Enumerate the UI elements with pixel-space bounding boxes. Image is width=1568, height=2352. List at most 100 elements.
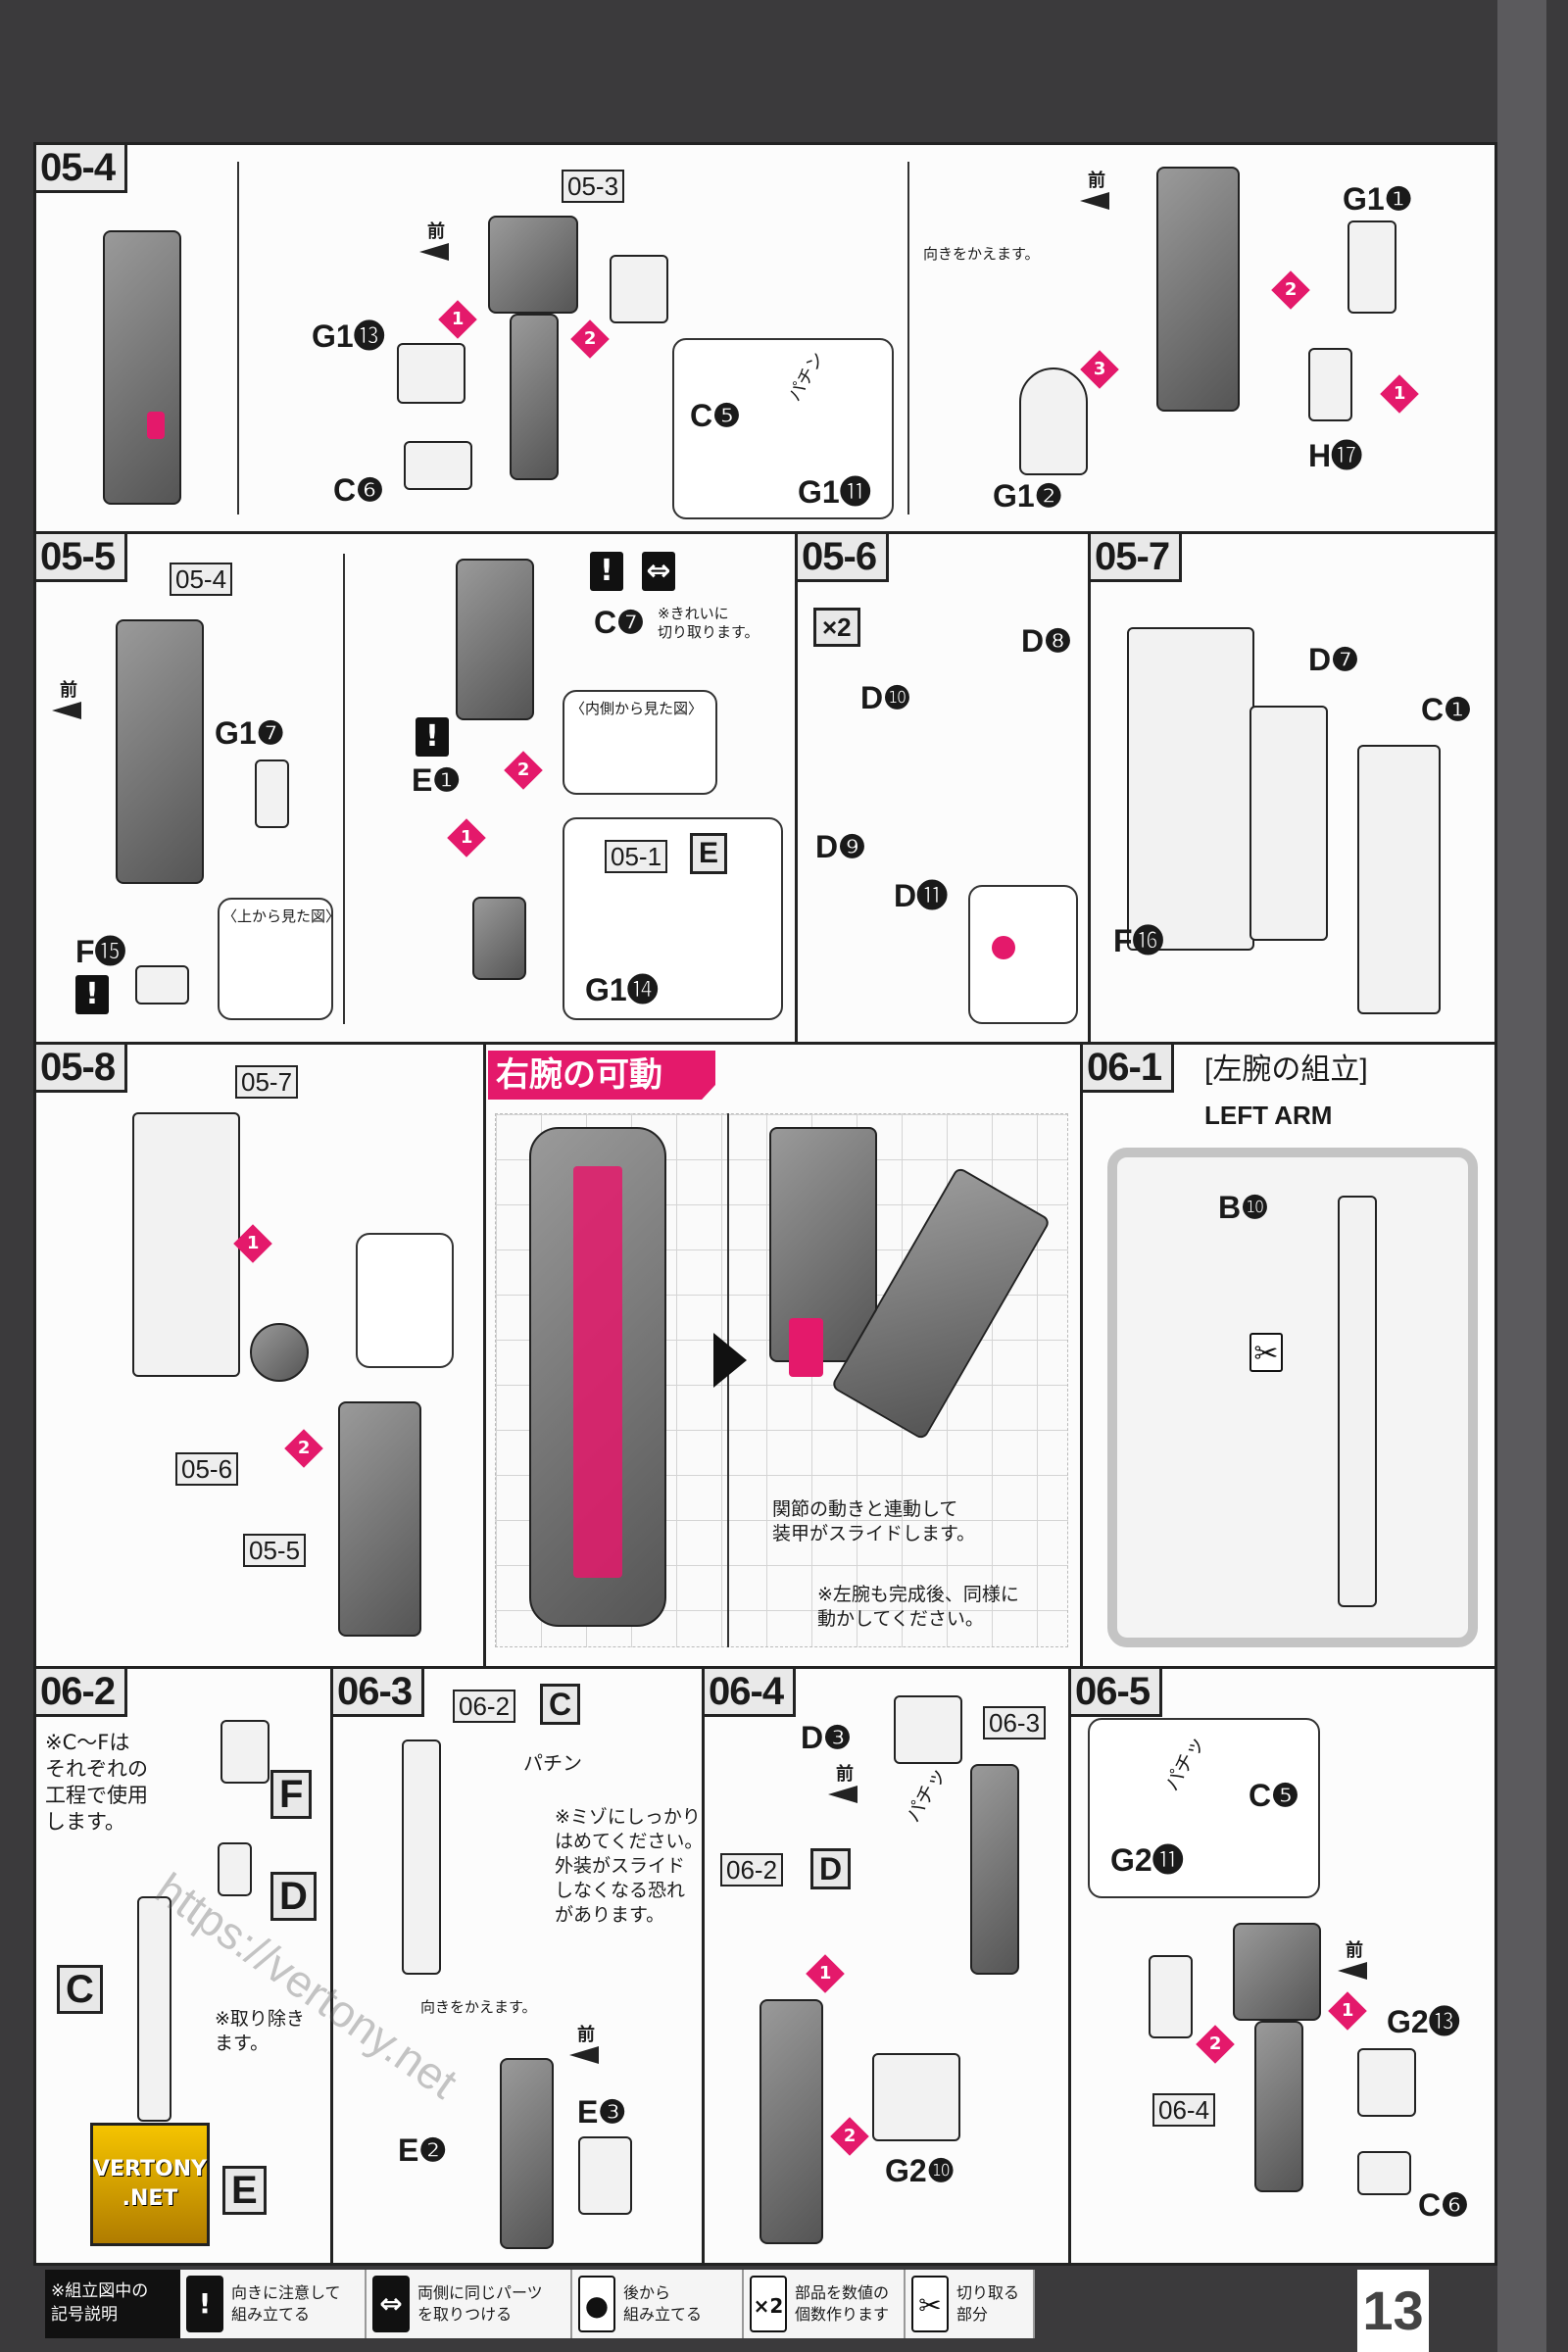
step-tag: 06-2	[36, 1669, 128, 1717]
highlight	[147, 412, 165, 439]
count-icon: ×2	[750, 2276, 787, 2332]
arm-bent-illustration	[769, 1127, 877, 1362]
front-arrow-label: 前	[52, 676, 81, 719]
step-tag: 05-8	[36, 1045, 128, 1093]
ref-box: 05-6	[175, 1452, 239, 1486]
part-label: G1⓮	[585, 972, 659, 1007]
arm-illustration	[116, 619, 204, 884]
part-d	[218, 1842, 252, 1896]
motion-note: 関節の動きと連動して 装甲がスライドします。	[772, 1498, 976, 1544]
part-g1-13	[397, 343, 466, 404]
letter-box: E	[690, 833, 728, 874]
turn-note: 向きをかえます。	[923, 245, 1040, 263]
part-g1-7	[255, 760, 289, 828]
part-label: G1❶	[1343, 181, 1413, 217]
slide-highlight	[789, 1318, 823, 1377]
part-c6	[1357, 2151, 1411, 2195]
both-sides-icon: ⇔	[372, 2276, 410, 2332]
runner-arm-part	[1338, 1196, 1377, 1607]
part-label: E❶	[412, 762, 462, 798]
part-c-armor	[610, 255, 668, 323]
arm-illustration	[1254, 2021, 1303, 2192]
letter-box: C	[57, 1965, 103, 2014]
shield-illustration	[132, 1112, 240, 1377]
turn-note: 向きをかえます。	[420, 1998, 537, 2016]
remove-note: ※取り除き ます。	[215, 2008, 305, 2054]
part-label: C❼	[594, 605, 645, 640]
legend-text: 向きに注意して 組み立てる	[231, 2283, 341, 2324]
arm-illustration	[500, 2058, 554, 2249]
inner-view-box	[563, 690, 717, 795]
part-f-elbow	[220, 1720, 270, 1784]
part-label: G1❼	[215, 715, 285, 751]
section-subtitle: LEFT ARM	[1204, 1101, 1333, 1130]
slide-highlight	[573, 1166, 622, 1578]
part-g1-2	[1019, 368, 1088, 475]
top-view-label: 〈上から見た図〉	[222, 907, 341, 925]
part-g2-10	[872, 2053, 960, 2141]
legend-item-both-sides: ⇔両側に同じパーツ を取りつける	[367, 2270, 572, 2338]
part-d3	[894, 1695, 962, 1764]
shoulder-block-illustration	[488, 216, 578, 314]
part-label: D❾	[815, 829, 866, 864]
part-label: H⓱	[1308, 438, 1363, 473]
part-g2-13	[1357, 2048, 1416, 2117]
legend-item-later: ●後から 組み立てる	[572, 2270, 744, 2338]
front-arrow-label: 前	[419, 218, 449, 261]
legend-text: 切り取る 部分	[956, 2283, 1020, 2324]
ref-box: 06-2	[720, 1853, 784, 1886]
divider	[907, 162, 909, 514]
section-title: 右腕の可動	[488, 1051, 715, 1100]
ref-box: 05-4	[170, 563, 233, 596]
part-armor	[1149, 1955, 1193, 2038]
count-icon: ×2	[813, 608, 860, 647]
cut-icon: ✂	[911, 2276, 949, 2332]
step-tag: 06-5	[1071, 1669, 1163, 1717]
inner-view-label: 〈内側から見た図〉	[570, 700, 704, 717]
ref-box: 06-2	[453, 1690, 516, 1723]
later-assembly-icon: ●	[578, 2276, 615, 2332]
cut-note: ※きれいに 切り取ります。	[658, 605, 760, 641]
part-label: G1⓫	[798, 474, 871, 510]
page-edge	[1497, 0, 1546, 2352]
step-tag: 06-3	[333, 1669, 425, 1717]
part-label: D❼	[1308, 642, 1359, 677]
callout-box	[672, 338, 894, 519]
arm-joint-illustration	[510, 314, 559, 480]
top-view-box	[218, 898, 333, 1020]
part-label: C❻	[333, 472, 384, 508]
part-label: G2⓫	[1110, 1842, 1184, 1878]
step-tag: 05-4	[36, 145, 128, 193]
groove-note: ※ミゾにしっかり はめてください。 外装がスライド しなくなる恐れ があります。	[555, 1806, 704, 1926]
part-g1-1	[1348, 220, 1396, 314]
front-arrow-label: 前	[828, 1760, 858, 1803]
part-label: C❺	[1249, 1778, 1299, 1813]
upper-arm-illustration	[1156, 167, 1240, 412]
shoulder-block-illustration	[1233, 1923, 1321, 2021]
front-arrow-label: 前	[569, 2021, 599, 2064]
part-label: C❻	[1418, 2187, 1469, 2223]
ref-box: 05-7	[235, 1065, 299, 1099]
ref-box: 05-1	[605, 840, 668, 873]
step-tag: 06-4	[705, 1669, 797, 1717]
legend-text: 後から 組み立てる	[623, 2283, 703, 2324]
ref-box: 06-4	[1152, 2093, 1216, 2127]
letter-box: C	[540, 1684, 581, 1725]
ref-box: 05-5	[243, 1534, 307, 1567]
part-label: G1⓭	[312, 318, 385, 354]
part-label: D⓫	[894, 878, 949, 913]
both-sides-icon: ⇔	[642, 552, 675, 591]
step-tag: 06-1	[1083, 1045, 1175, 1093]
part-h17	[1308, 348, 1352, 421]
part-label: D❽	[1021, 623, 1072, 659]
caution-icon: !	[416, 717, 449, 757]
step-tag: 05-7	[1091, 534, 1183, 582]
part-label: C❺	[690, 398, 741, 433]
caution-icon: !	[590, 552, 623, 591]
part-label: G2⓭	[1387, 2004, 1460, 2039]
part-label: G1❷	[993, 478, 1063, 514]
section-title: [左腕の組立]	[1204, 1054, 1368, 1086]
legend-item-cut: ✂切り取る 部分	[906, 2270, 1035, 2338]
part-f15	[135, 965, 189, 1004]
